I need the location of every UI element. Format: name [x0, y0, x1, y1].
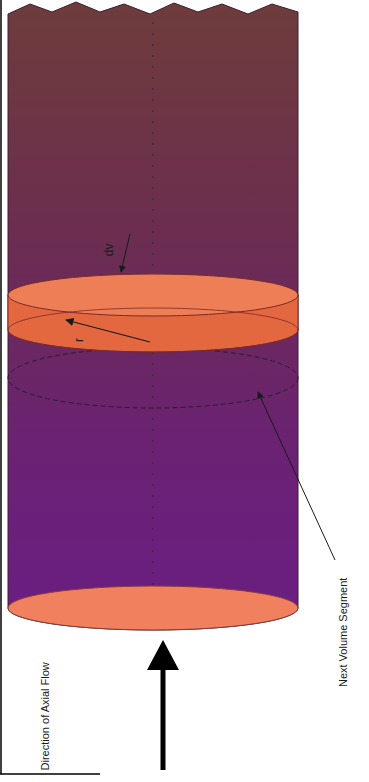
flow-label: Direction of Axial Flow — [39, 661, 52, 771]
volume-label: dv — [103, 235, 117, 265]
tube-end-face — [8, 586, 298, 630]
frame-line — [0, 773, 100, 775]
segment-label: Next Volume Segment — [337, 557, 350, 707]
flow-arrow-shaft — [161, 668, 166, 770]
volume-segment-lower-edge — [8, 308, 298, 352]
frame-line — [0, 0, 2, 774]
next-volume-outline — [8, 348, 298, 408]
radius-label: r — [73, 330, 87, 350]
volume-segment-top — [8, 274, 298, 316]
leader-line — [121, 234, 130, 272]
tube-body — [8, 2, 298, 630]
flow-arrow-head — [147, 640, 179, 670]
leader-line — [258, 392, 335, 560]
